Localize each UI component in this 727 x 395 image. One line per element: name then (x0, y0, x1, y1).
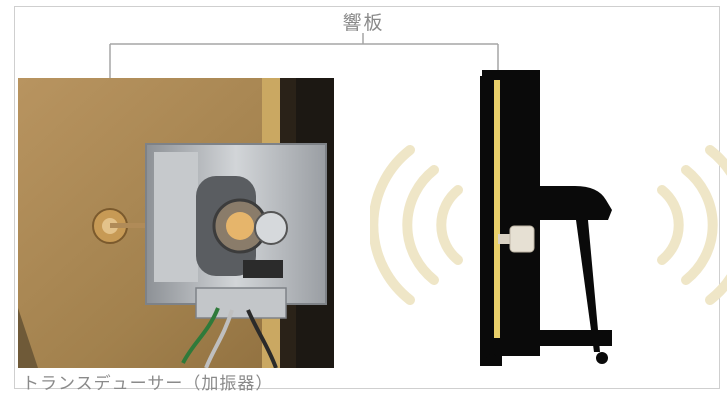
upright-piano-diagram (370, 70, 727, 366)
transducer-marker (498, 225, 535, 253)
sound-wave-left (370, 145, 463, 305)
transducer-label: トランスデューサー（加振器） (22, 374, 274, 394)
soundboard-label: 響板 (342, 12, 385, 34)
transducer-photo (18, 78, 334, 368)
sound-wave-right (657, 145, 727, 305)
soundboard-strip (494, 80, 500, 338)
